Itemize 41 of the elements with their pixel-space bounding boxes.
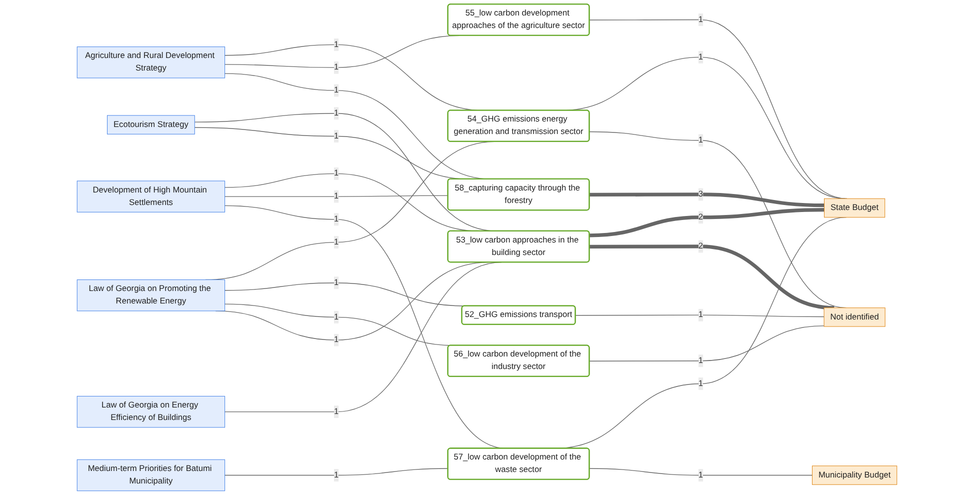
connector (589, 326, 824, 362)
edge-label: 1 (334, 192, 339, 201)
edge-label: 1 (334, 40, 339, 49)
edge-label: 1 (334, 335, 339, 344)
node-box: Medium-term Priorities for Batumi Municipality (76, 459, 226, 492)
edge-label: 1 (698, 356, 704, 366)
edge-label: 1 (698, 136, 704, 145)
edge-label: 3 (698, 190, 704, 199)
connector (224, 195, 448, 197)
edge-label: 1 (334, 214, 339, 224)
edge-label: 1 (334, 132, 339, 140)
edge-label: 1 (334, 86, 339, 95)
edge-label: 1 (698, 310, 704, 320)
edge-label: 1 (334, 62, 339, 72)
edge-label: 1 (334, 407, 339, 416)
node-box: Law of Georgia on Promoting the Renewable Energy (76, 279, 226, 312)
connector (589, 208, 824, 238)
connector (590, 192, 824, 208)
edge-label: 1 (334, 470, 339, 480)
connector (589, 468, 813, 476)
connector (575, 314, 824, 318)
edge-label: 1 (334, 238, 339, 246)
node-box: State Budget (824, 198, 886, 218)
node-box: Agriculture and Rural Development Strategy (76, 46, 226, 78)
edge-label: 1 (334, 278, 339, 288)
edge-label: 1 (334, 168, 339, 178)
edge-label: 1 (334, 312, 339, 322)
edge-label: 2 (698, 242, 704, 251)
node-box: Municipality Budget (812, 466, 898, 485)
edge-label: 1 (698, 15, 704, 24)
edge-label: 1 (698, 379, 704, 388)
node-box: Development of High Mountain Settlements (76, 180, 226, 212)
connector (590, 244, 834, 310)
node-box: Not identified (824, 308, 886, 327)
edge-label: 1 (334, 108, 339, 118)
edge-label: 2 (698, 212, 704, 222)
edge-label: 1 (698, 470, 704, 480)
node-box: Law of Georgia on Energy Efficiency of Buildings (76, 396, 226, 428)
edge-label: 1 (698, 52, 704, 62)
connector (224, 468, 448, 476)
node-box: Ecotourism Strategy (107, 115, 195, 134)
